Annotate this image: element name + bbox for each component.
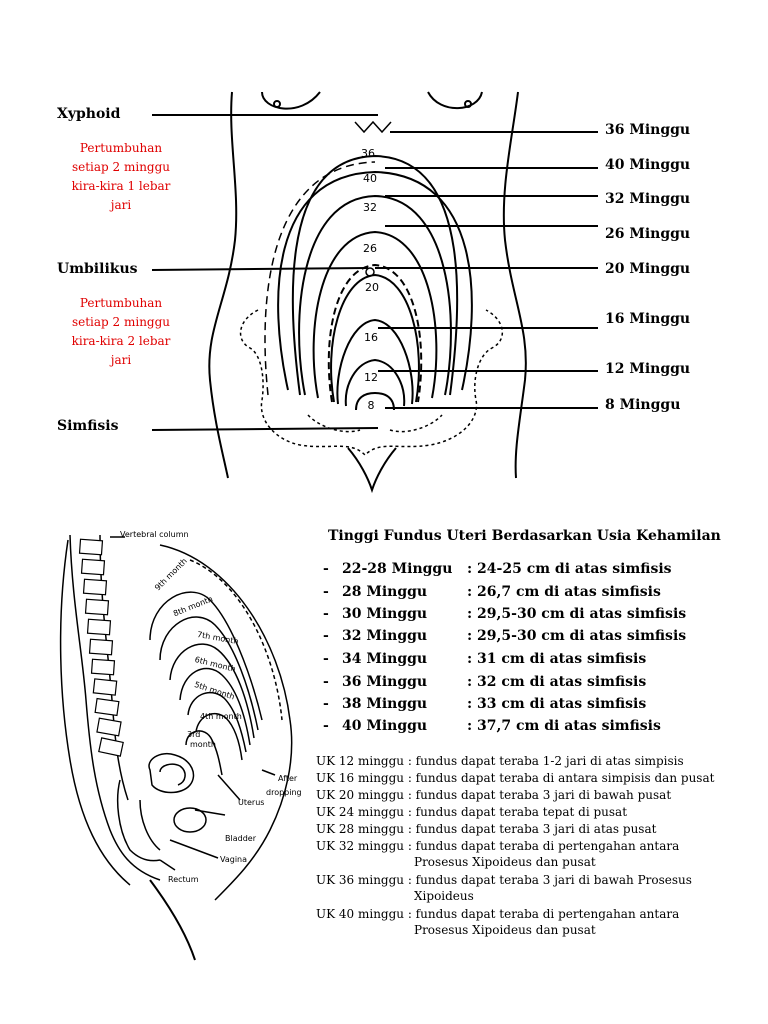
label-16-minggu: 16 Minggu bbox=[605, 311, 691, 327]
row-value: : 32 cm di atas simfisis bbox=[467, 674, 647, 690]
uk-note: UK 40 minggu : fundus dapat teraba di pe… bbox=[316, 907, 680, 921]
curve-40 bbox=[277, 170, 473, 391]
uk-note: UK 24 minggu : fundus dapat teraba tepat… bbox=[316, 805, 628, 819]
curve-label-36: 36 bbox=[361, 147, 375, 160]
label-32-minggu: 32 Minggu bbox=[605, 191, 691, 207]
label-after: After bbox=[278, 774, 298, 783]
label-vertebral-column: Vertebral column bbox=[120, 530, 189, 539]
curve-32 bbox=[298, 194, 452, 396]
label-simfisis: Simfisis bbox=[57, 418, 119, 434]
row-value: : 33 cm di atas simfisis bbox=[467, 696, 647, 712]
uk-note: UK 20 minggu : fundus dapat teraba 3 jar… bbox=[316, 788, 672, 802]
row-week: 34 Minggu bbox=[342, 651, 428, 667]
torso-right-outline bbox=[502, 91, 527, 479]
label-8-minggu: 8 Minggu bbox=[605, 397, 681, 413]
growth-note-lower: Pertumbuhan setiap 2 minggu kira-kira 2 … bbox=[71, 296, 171, 367]
label-20-minggu: 20 Minggu bbox=[605, 261, 691, 277]
row-week: 30 Minggu bbox=[342, 606, 428, 622]
label-36-minggu: 36 Minggu bbox=[605, 122, 691, 138]
uk-note: UK 32 minggu : fundus dapat teraba di pe… bbox=[316, 839, 680, 853]
curve-36 bbox=[291, 154, 459, 396]
uk-note-continuation: Prosesus Xipoideus dan pusat bbox=[414, 855, 596, 869]
row-value: : 24-25 cm di atas simfisis bbox=[467, 561, 672, 577]
pelvis-outline bbox=[239, 309, 503, 457]
uk-note: UK 28 minggu : fundus dapat teraba 3 jar… bbox=[316, 822, 657, 836]
label-26-minggu: 26 Minggu bbox=[605, 226, 691, 242]
breast-left bbox=[261, 91, 321, 110]
curve-26 bbox=[312, 230, 438, 399]
row-value: : 37,7 cm di atas simfisis bbox=[467, 718, 661, 734]
table-title: Tinggi Fundus Uteri Berdasarkan Usia Keh… bbox=[328, 528, 721, 544]
curve-label-20: 20 bbox=[365, 281, 379, 294]
curve-label-26: 26 bbox=[363, 242, 377, 255]
uk-note: UK 12 minggu : fundus dapat teraba 1-2 j… bbox=[316, 754, 684, 768]
uk-note-continuation: Prosesus Xipoideus dan pusat bbox=[414, 923, 596, 937]
label-vagina: Vagina bbox=[220, 855, 248, 864]
curve-label-40: 40 bbox=[363, 172, 377, 185]
label-dropping: dropping bbox=[266, 788, 302, 797]
torso-left-outline bbox=[208, 91, 238, 479]
fundal-height-front-diagram: 36 40 32 26 20 16 12 8 bbox=[151, 91, 598, 494]
breast-right bbox=[427, 91, 483, 110]
row-value: : 31 cm di atas simfisis bbox=[467, 651, 647, 667]
growth-note-upper: Pertumbuhan setiap 2 minggu kira-kira 1 … bbox=[71, 141, 171, 212]
curve-20 bbox=[327, 263, 423, 403]
label-40-minggu: 40 Minggu bbox=[605, 157, 691, 173]
curve-label-12: 12 bbox=[364, 371, 378, 384]
label-umbilikus: Umbilikus bbox=[57, 261, 138, 277]
row-week: 22-28 Minggu bbox=[342, 561, 453, 577]
row-week: 38 Minggu bbox=[342, 696, 428, 712]
curve-label-32: 32 bbox=[363, 201, 377, 214]
row-value: : 26,7 cm di atas simfisis bbox=[467, 584, 661, 600]
spine-outline bbox=[69, 534, 161, 881]
label-month: month bbox=[190, 740, 216, 749]
label-xyphoid: Xyphoid bbox=[57, 106, 121, 122]
curve-12 bbox=[344, 358, 406, 407]
curve-label-8: 8 bbox=[368, 399, 375, 412]
row-value: : 29,5-30 cm di atas simfisis bbox=[467, 606, 687, 622]
curve-8 bbox=[355, 391, 395, 411]
abdomen-outline bbox=[159, 544, 293, 901]
row-week: 28 Minggu bbox=[342, 584, 428, 600]
label-bladder: Bladder bbox=[225, 834, 256, 843]
curve-18 bbox=[330, 273, 420, 403]
uk-note: UK 36 minggu : fundus dapat teraba 3 jar… bbox=[316, 873, 692, 887]
uk-note: UK 16 minggu : fundus dapat teraba di an… bbox=[316, 771, 715, 785]
row-week: 32 Minggu bbox=[342, 628, 428, 644]
row-value: : 29,5-30 cm di atas simfisis bbox=[467, 628, 687, 644]
row-week: 40 Minggu bbox=[342, 718, 428, 734]
label-uterus: Uterus bbox=[238, 798, 265, 807]
uk-note-continuation: Xipoideus bbox=[414, 889, 474, 903]
row-week: 36 Minggu bbox=[342, 674, 428, 690]
label-4th-month: 4th month bbox=[200, 712, 242, 721]
curve-label-16: 16 bbox=[364, 331, 378, 344]
label-3rd: 3rd bbox=[187, 730, 201, 739]
label-rectum: Rectum bbox=[168, 875, 199, 884]
label-12-minggu: 12 Minggu bbox=[605, 361, 691, 377]
